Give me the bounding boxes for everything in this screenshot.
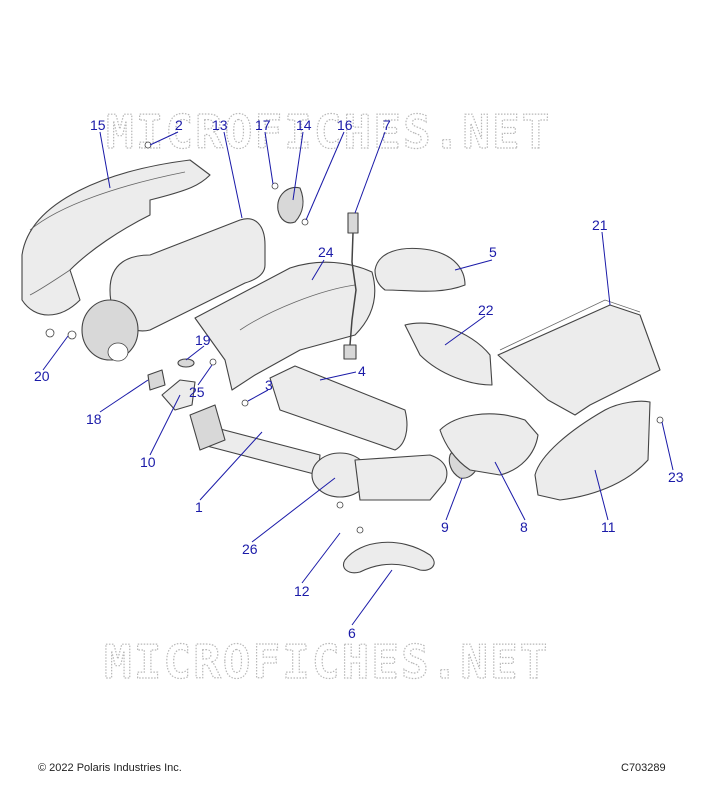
- callout-11: 11: [601, 519, 616, 535]
- muffler-13: [81, 218, 266, 362]
- callout-18: 18: [86, 411, 102, 427]
- heat-shield-15: [21, 159, 211, 316]
- leader-lines: [42, 131, 674, 626]
- head-pipe-1: [189, 404, 321, 476]
- clamp-6: [342, 541, 435, 574]
- drawing-number: C703289: [621, 762, 666, 774]
- side-shield-11: [534, 400, 651, 501]
- muffler-shield-24: [194, 261, 376, 391]
- callout-23: 23: [668, 469, 684, 485]
- callout-9: 9: [441, 519, 449, 535]
- bolt-3: [241, 399, 249, 407]
- catalyst-8: [439, 413, 539, 476]
- callout-26: 26: [242, 541, 258, 557]
- copyright-text: © 2022 Polaris Industries Inc.: [38, 762, 182, 774]
- bolt-25: [209, 358, 217, 366]
- callout-21: 21: [592, 217, 608, 233]
- callout-17: 17: [255, 117, 271, 133]
- heat-shield-21: [497, 304, 661, 416]
- callout-8: 8: [520, 519, 528, 535]
- callout-24: 24: [318, 244, 334, 260]
- shield-22: [404, 322, 493, 386]
- callout-5: 5: [489, 244, 497, 260]
- grommet-19: [177, 358, 195, 368]
- callout-19: 19: [195, 332, 211, 348]
- catalyst-26: [311, 452, 448, 501]
- bolt-23: [656, 416, 664, 424]
- callout-4: 4: [358, 363, 366, 379]
- callout-1: 1: [195, 499, 203, 515]
- cap-14: [277, 186, 304, 224]
- callout-2: 2: [175, 117, 183, 133]
- shield-plate-4: [269, 365, 408, 451]
- callout-7: 7: [383, 117, 391, 133]
- nut-20a: [45, 328, 55, 338]
- callout-14: 14: [296, 117, 312, 133]
- watermark-top: MICROFICHES.NET: [106, 105, 551, 159]
- callout-22: 22: [478, 302, 494, 318]
- callout-15: 15: [90, 117, 106, 133]
- elbow-shield-5: [374, 247, 466, 292]
- callout-13: 13: [212, 117, 228, 133]
- bolt-16: [301, 218, 309, 226]
- bolt-12b: [356, 526, 364, 534]
- callout-12: 12: [294, 583, 310, 599]
- nut-20b: [67, 330, 77, 340]
- watermark-bottom: MICROFICHES.NET: [104, 635, 549, 689]
- callout-16: 16: [337, 117, 353, 133]
- callout-20: 20: [34, 368, 50, 384]
- nut-17: [271, 182, 279, 190]
- callout-25: 25: [189, 384, 205, 400]
- isolator-18: [147, 369, 166, 391]
- callout-10: 10: [140, 454, 156, 470]
- callout-6: 6: [348, 625, 356, 641]
- bracket-10: [161, 379, 196, 411]
- oxygen-sensor-7: [343, 212, 359, 360]
- callout-3: 3: [265, 377, 273, 393]
- bolt-12a: [336, 501, 344, 509]
